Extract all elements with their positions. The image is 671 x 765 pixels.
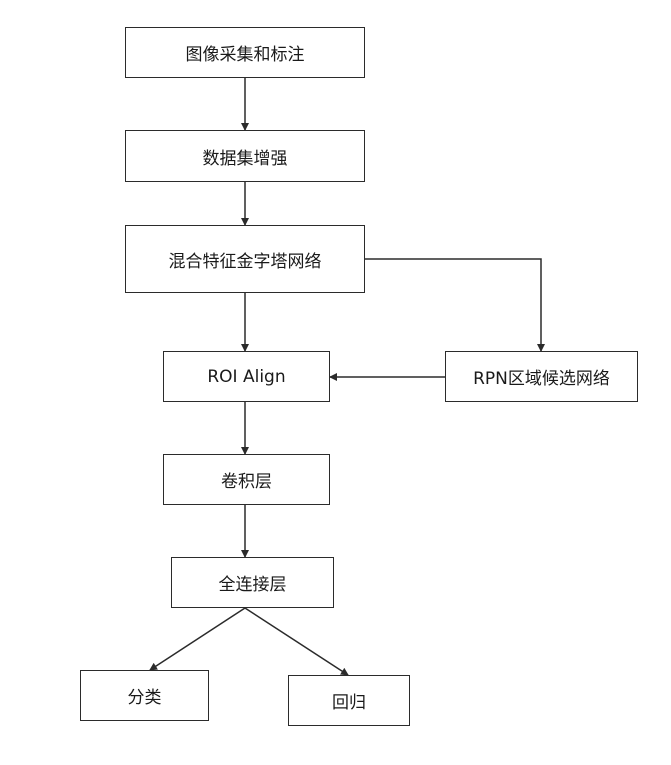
node-roi-align: ROI Align xyxy=(163,351,330,402)
node-image-acquisition: 图像采集和标注 xyxy=(125,27,365,78)
node-label: 全连接层 xyxy=(218,575,287,595)
node-rpn: RPN区域候选网络 xyxy=(445,351,638,402)
node-label: RPN区域候选网络 xyxy=(473,369,610,389)
node-fully-connected-layer: 全连接层 xyxy=(171,557,334,608)
node-label: 图像采集和标注 xyxy=(185,45,305,65)
edge-pyramid-to-rpn xyxy=(365,258,545,352)
edge-fc-to-regression xyxy=(244,607,349,676)
node-conv-layer: 卷积层 xyxy=(163,454,330,505)
node-hybrid-feature-pyramid: 混合特征金字塔网络 xyxy=(125,225,365,293)
node-label: 混合特征金字塔网络 xyxy=(168,251,322,272)
node-label: ROI Align xyxy=(207,366,286,387)
node-classification: 分类 xyxy=(80,670,209,721)
node-label: 卷积层 xyxy=(221,472,272,492)
node-dataset-augmentation: 数据集增强 xyxy=(125,130,365,182)
node-label: 分类 xyxy=(127,688,162,708)
node-label: 回归 xyxy=(332,693,366,713)
node-regression: 回归 xyxy=(288,675,410,726)
node-label: 数据集增强 xyxy=(202,148,288,169)
edge-fc-to-classification xyxy=(149,607,246,671)
